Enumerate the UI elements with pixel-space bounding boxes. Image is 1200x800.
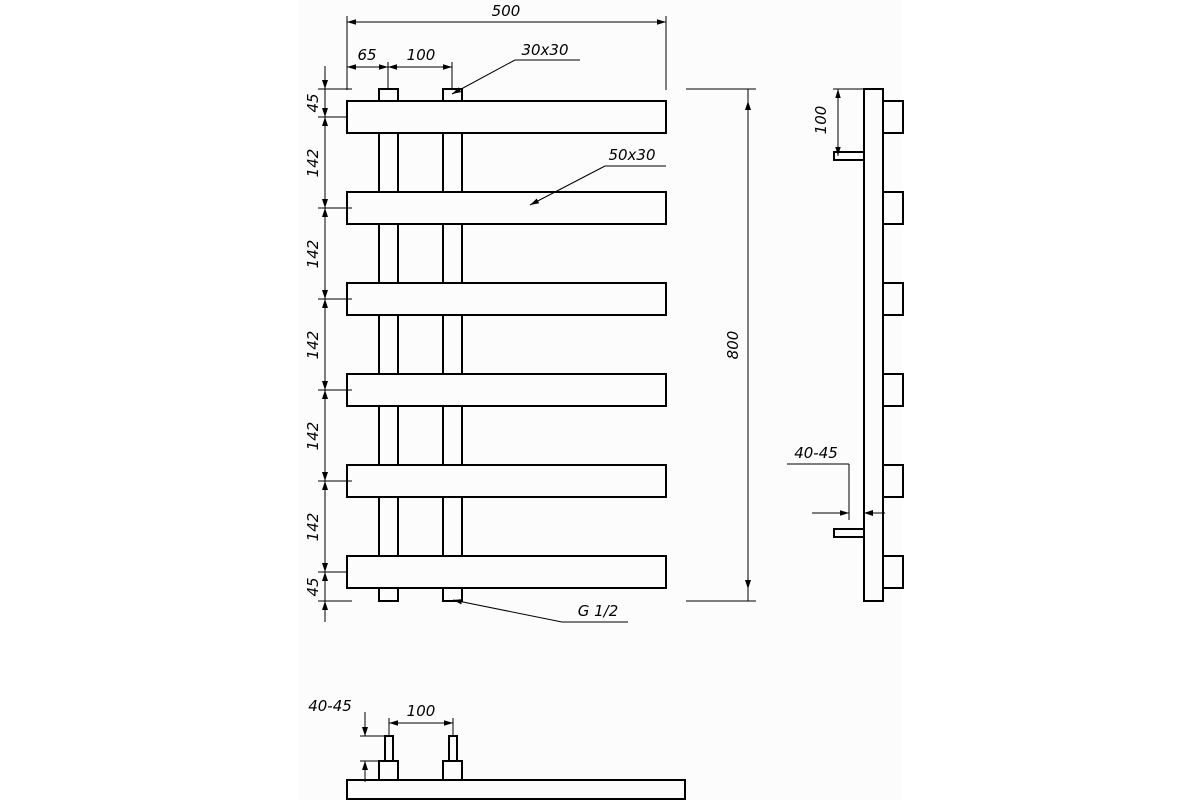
heating-bar-5 — [346, 464, 667, 498]
front-view: 500 65 100 30x30 50x30 — [304, 2, 756, 623]
side-connection-top — [833, 151, 865, 161]
dim-text-collector-spacing: 100 — [407, 46, 436, 64]
dim-overall-width: 500 — [346, 2, 667, 90]
callout-text-connection-thread: G 1/2 — [578, 602, 619, 620]
dim-text-end-gap-bottom: 45 — [304, 577, 322, 596]
callout-text-bar-section: 50x30 — [608, 146, 655, 164]
side-bar-4 — [882, 373, 904, 407]
heating-bar-6 — [346, 555, 667, 589]
dim-text-bar-pitch-1: 142 — [304, 149, 322, 178]
dim-text-bottom-collector-spacing: 100 — [407, 702, 436, 720]
dim-side-top-offset: 100 — [812, 88, 864, 156]
dim-text-bar-pitch-2: 142 — [304, 240, 322, 269]
side-bar-1 — [882, 100, 904, 134]
right-collector-tube — [442, 88, 463, 602]
bottom-view: 40-45 100 — [308, 697, 686, 800]
dim-text-overall-width: 500 — [492, 2, 521, 20]
heating-bar-3 — [346, 282, 667, 316]
dim-text-end-gap-top: 45 — [304, 93, 322, 112]
left-collector-tube — [378, 88, 399, 602]
callout-bar-section: 50x30 — [529, 146, 666, 206]
dim-bottom-collector-spacing: 100 — [388, 702, 454, 736]
dim-text-overall-height: 800 — [724, 331, 742, 360]
heating-bar-4 — [346, 373, 667, 407]
dim-text-bar-pitch-4: 142 — [304, 422, 322, 451]
side-bar-6 — [882, 555, 904, 589]
bottom-collector-left — [378, 760, 399, 781]
dim-vertical-chain: 45 142 142 142 142 142 45 — [304, 66, 352, 622]
side-bar-2 — [882, 191, 904, 225]
dim-side-wall-distance: 40-45 — [787, 444, 885, 520]
bottom-connection-left — [384, 735, 394, 762]
heating-bar-1 — [346, 100, 667, 134]
dim-text-bar-pitch-5: 142 — [304, 513, 322, 542]
dim-overall-height: 800 — [686, 88, 756, 602]
bottom-bar — [346, 779, 686, 800]
bottom-collector-right — [442, 760, 463, 781]
bottom-connection-right — [448, 735, 458, 762]
dim-text-bottom-wall-distance: 40-45 — [308, 697, 352, 715]
callout-connection-thread: G 1/2 — [452, 599, 628, 623]
side-connection-bottom — [833, 528, 865, 538]
dim-text-side-top-offset: 100 — [812, 106, 830, 135]
heating-bar-2 — [346, 191, 667, 225]
dim-text-side-wall-distance: 40-45 — [794, 444, 838, 462]
side-bar-5 — [882, 464, 904, 498]
side-view: 100 40-45 — [787, 88, 904, 602]
dim-edge-and-spacing: 65 100 — [347, 46, 453, 90]
dim-text-bar-pitch-3: 142 — [304, 331, 322, 360]
callout-text-collector-section: 30x30 — [521, 41, 568, 59]
callout-collector-section: 30x30 — [451, 41, 580, 95]
dim-text-edge-offset: 65 — [357, 46, 376, 64]
side-bar-3 — [882, 282, 904, 316]
dim-bottom-wall-distance: 40-45 — [308, 697, 386, 782]
side-collector-tube — [863, 88, 884, 602]
